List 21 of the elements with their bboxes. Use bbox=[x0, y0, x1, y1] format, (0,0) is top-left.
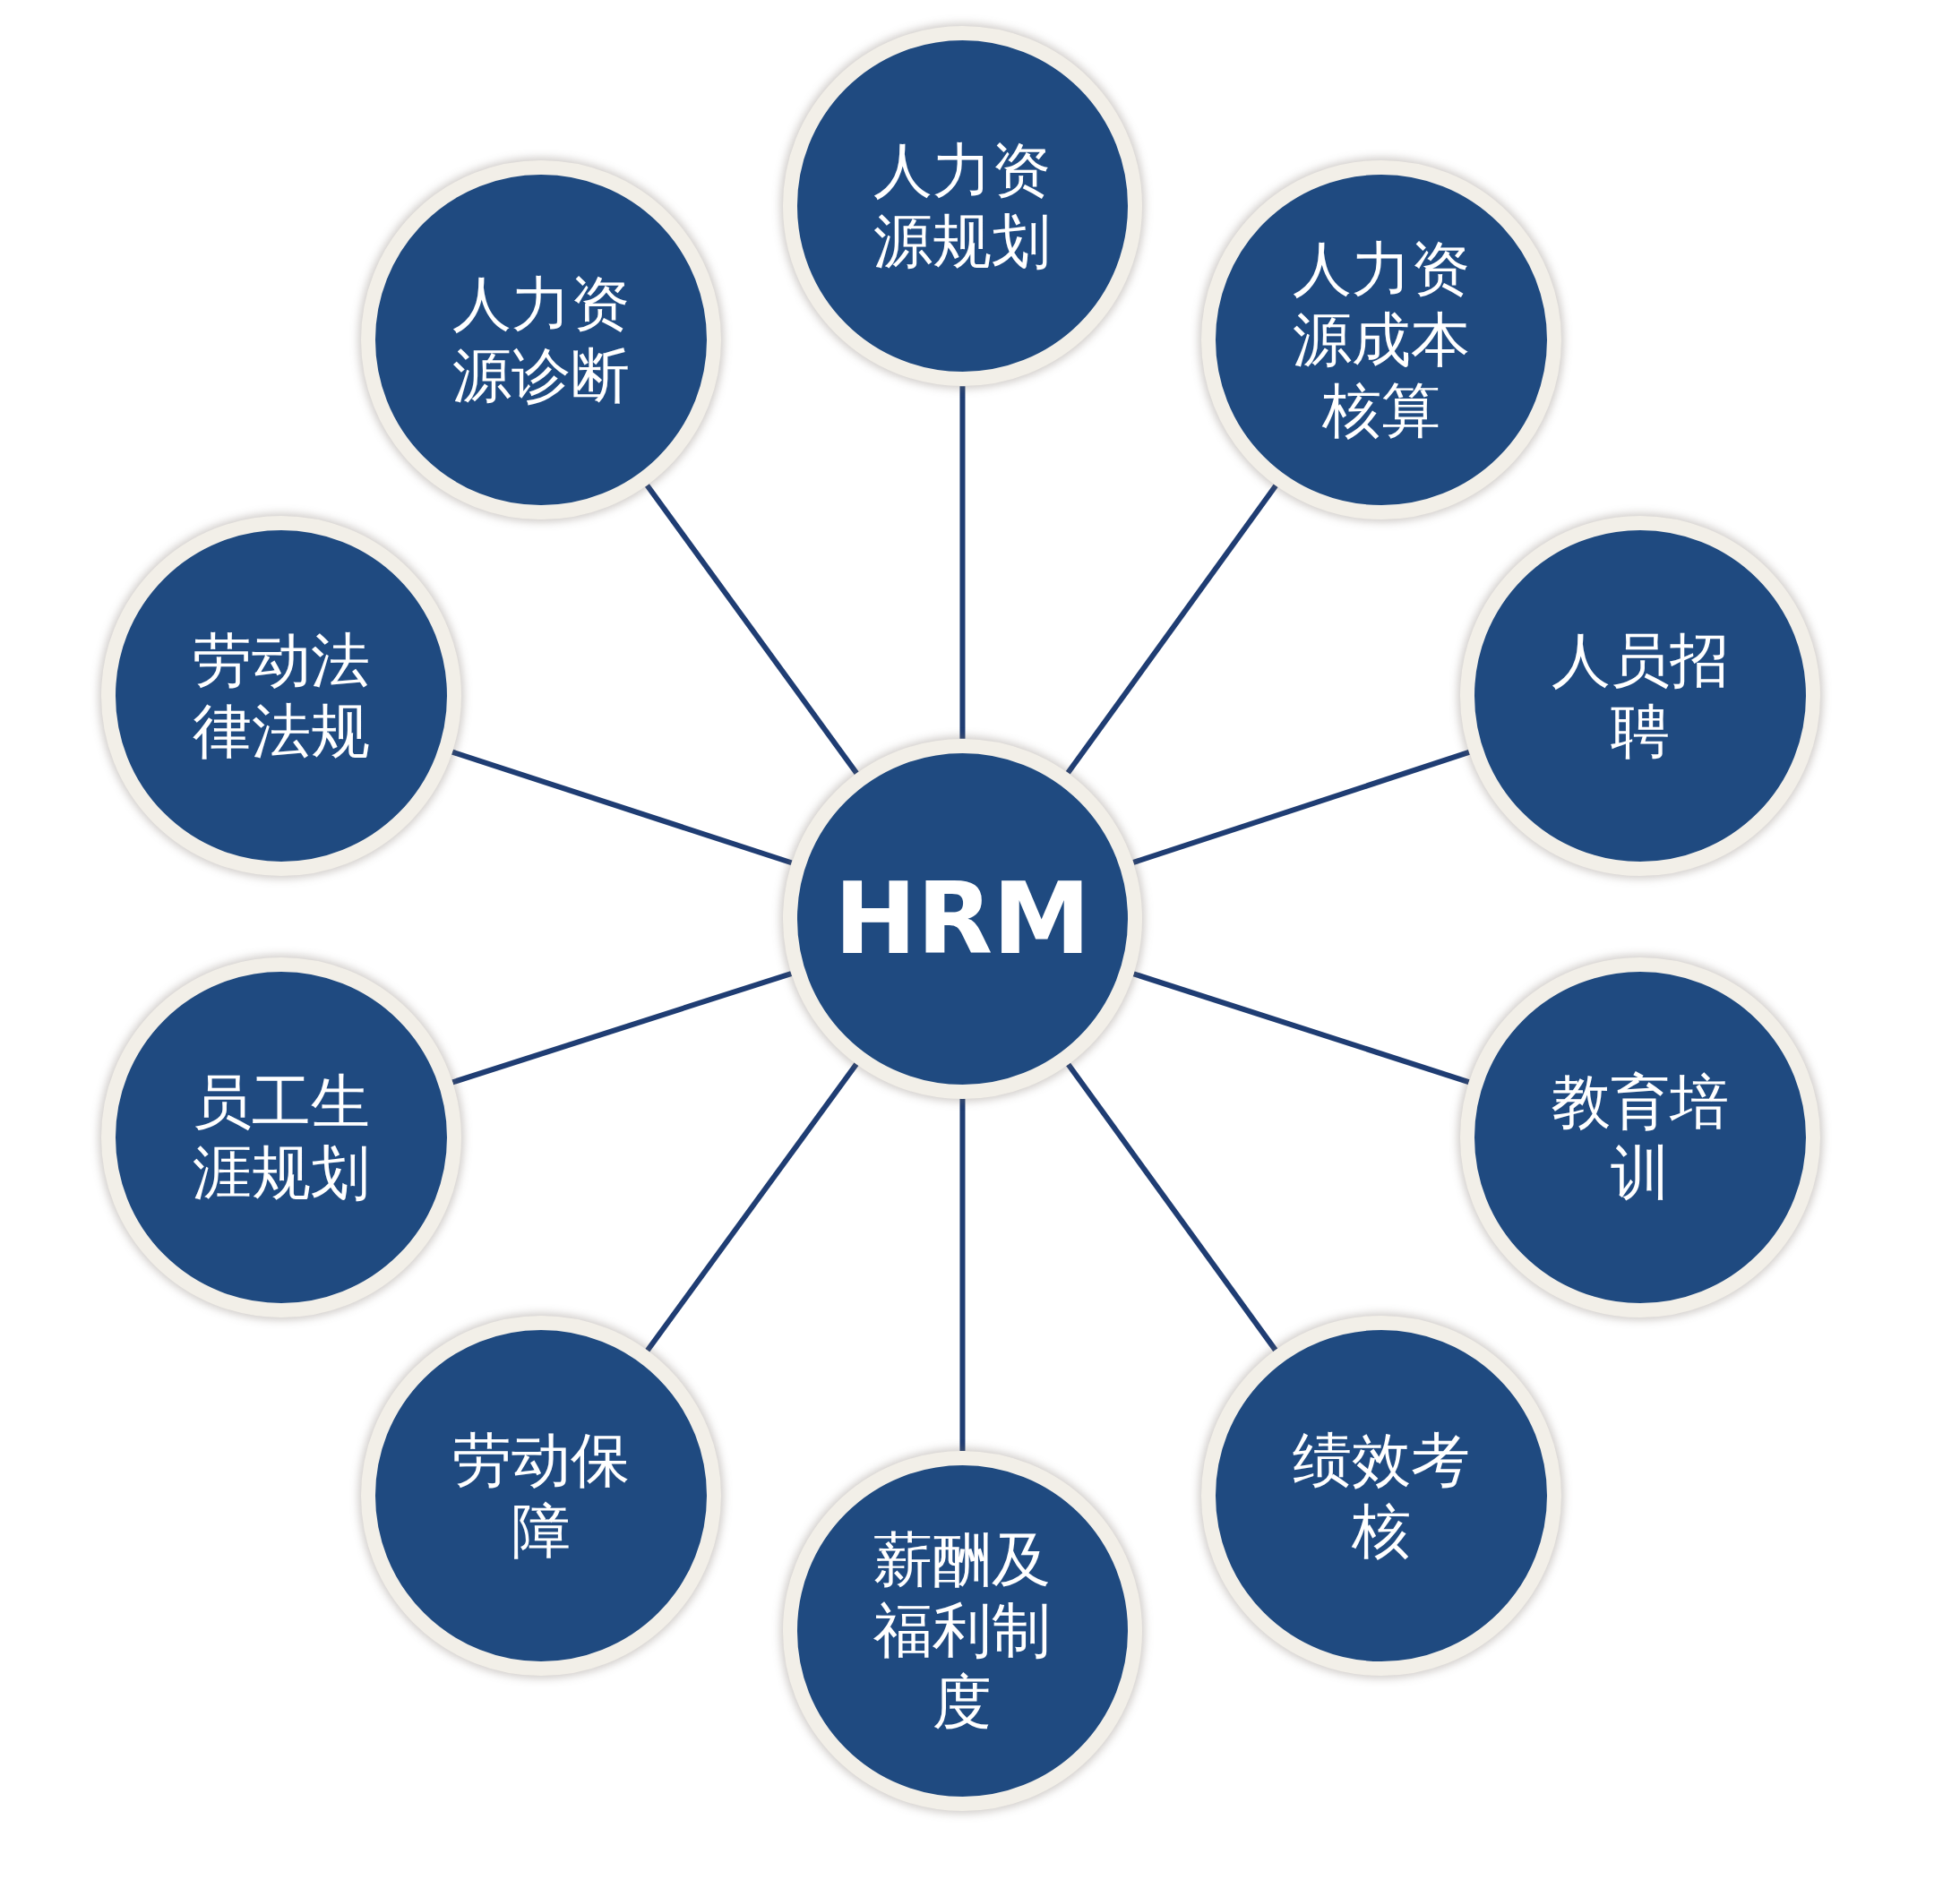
connector-line bbox=[645, 1062, 859, 1352]
connector-line bbox=[645, 484, 859, 775]
circle-label: 人员招聘 bbox=[1550, 625, 1730, 768]
circle-label: 员工生涯规划 bbox=[191, 1066, 371, 1208]
circle-label: 劳动法律法规 bbox=[191, 625, 371, 768]
connector-line bbox=[959, 386, 966, 739]
circle-label: HRM bbox=[834, 860, 1091, 978]
connector-line bbox=[1065, 484, 1278, 775]
circle-label: 劳动保障 bbox=[451, 1425, 632, 1567]
circle-label: 人力资源成本核算 bbox=[1291, 233, 1471, 447]
circle-label: 人力资源诊断 bbox=[451, 269, 632, 411]
circle-label: 人力资源规划 bbox=[873, 135, 1053, 278]
connector-line bbox=[451, 971, 793, 1086]
circle-label: 教育培训 bbox=[1550, 1066, 1730, 1208]
connector-line bbox=[1066, 1062, 1278, 1352]
connector-line bbox=[1132, 750, 1470, 865]
circle-label: 薪酬及福利制度 bbox=[873, 1524, 1053, 1738]
connector-line bbox=[1132, 971, 1470, 1085]
circle-label: 绩效考核 bbox=[1291, 1425, 1471, 1567]
connector-line bbox=[959, 1098, 966, 1452]
connector-line bbox=[451, 749, 793, 866]
